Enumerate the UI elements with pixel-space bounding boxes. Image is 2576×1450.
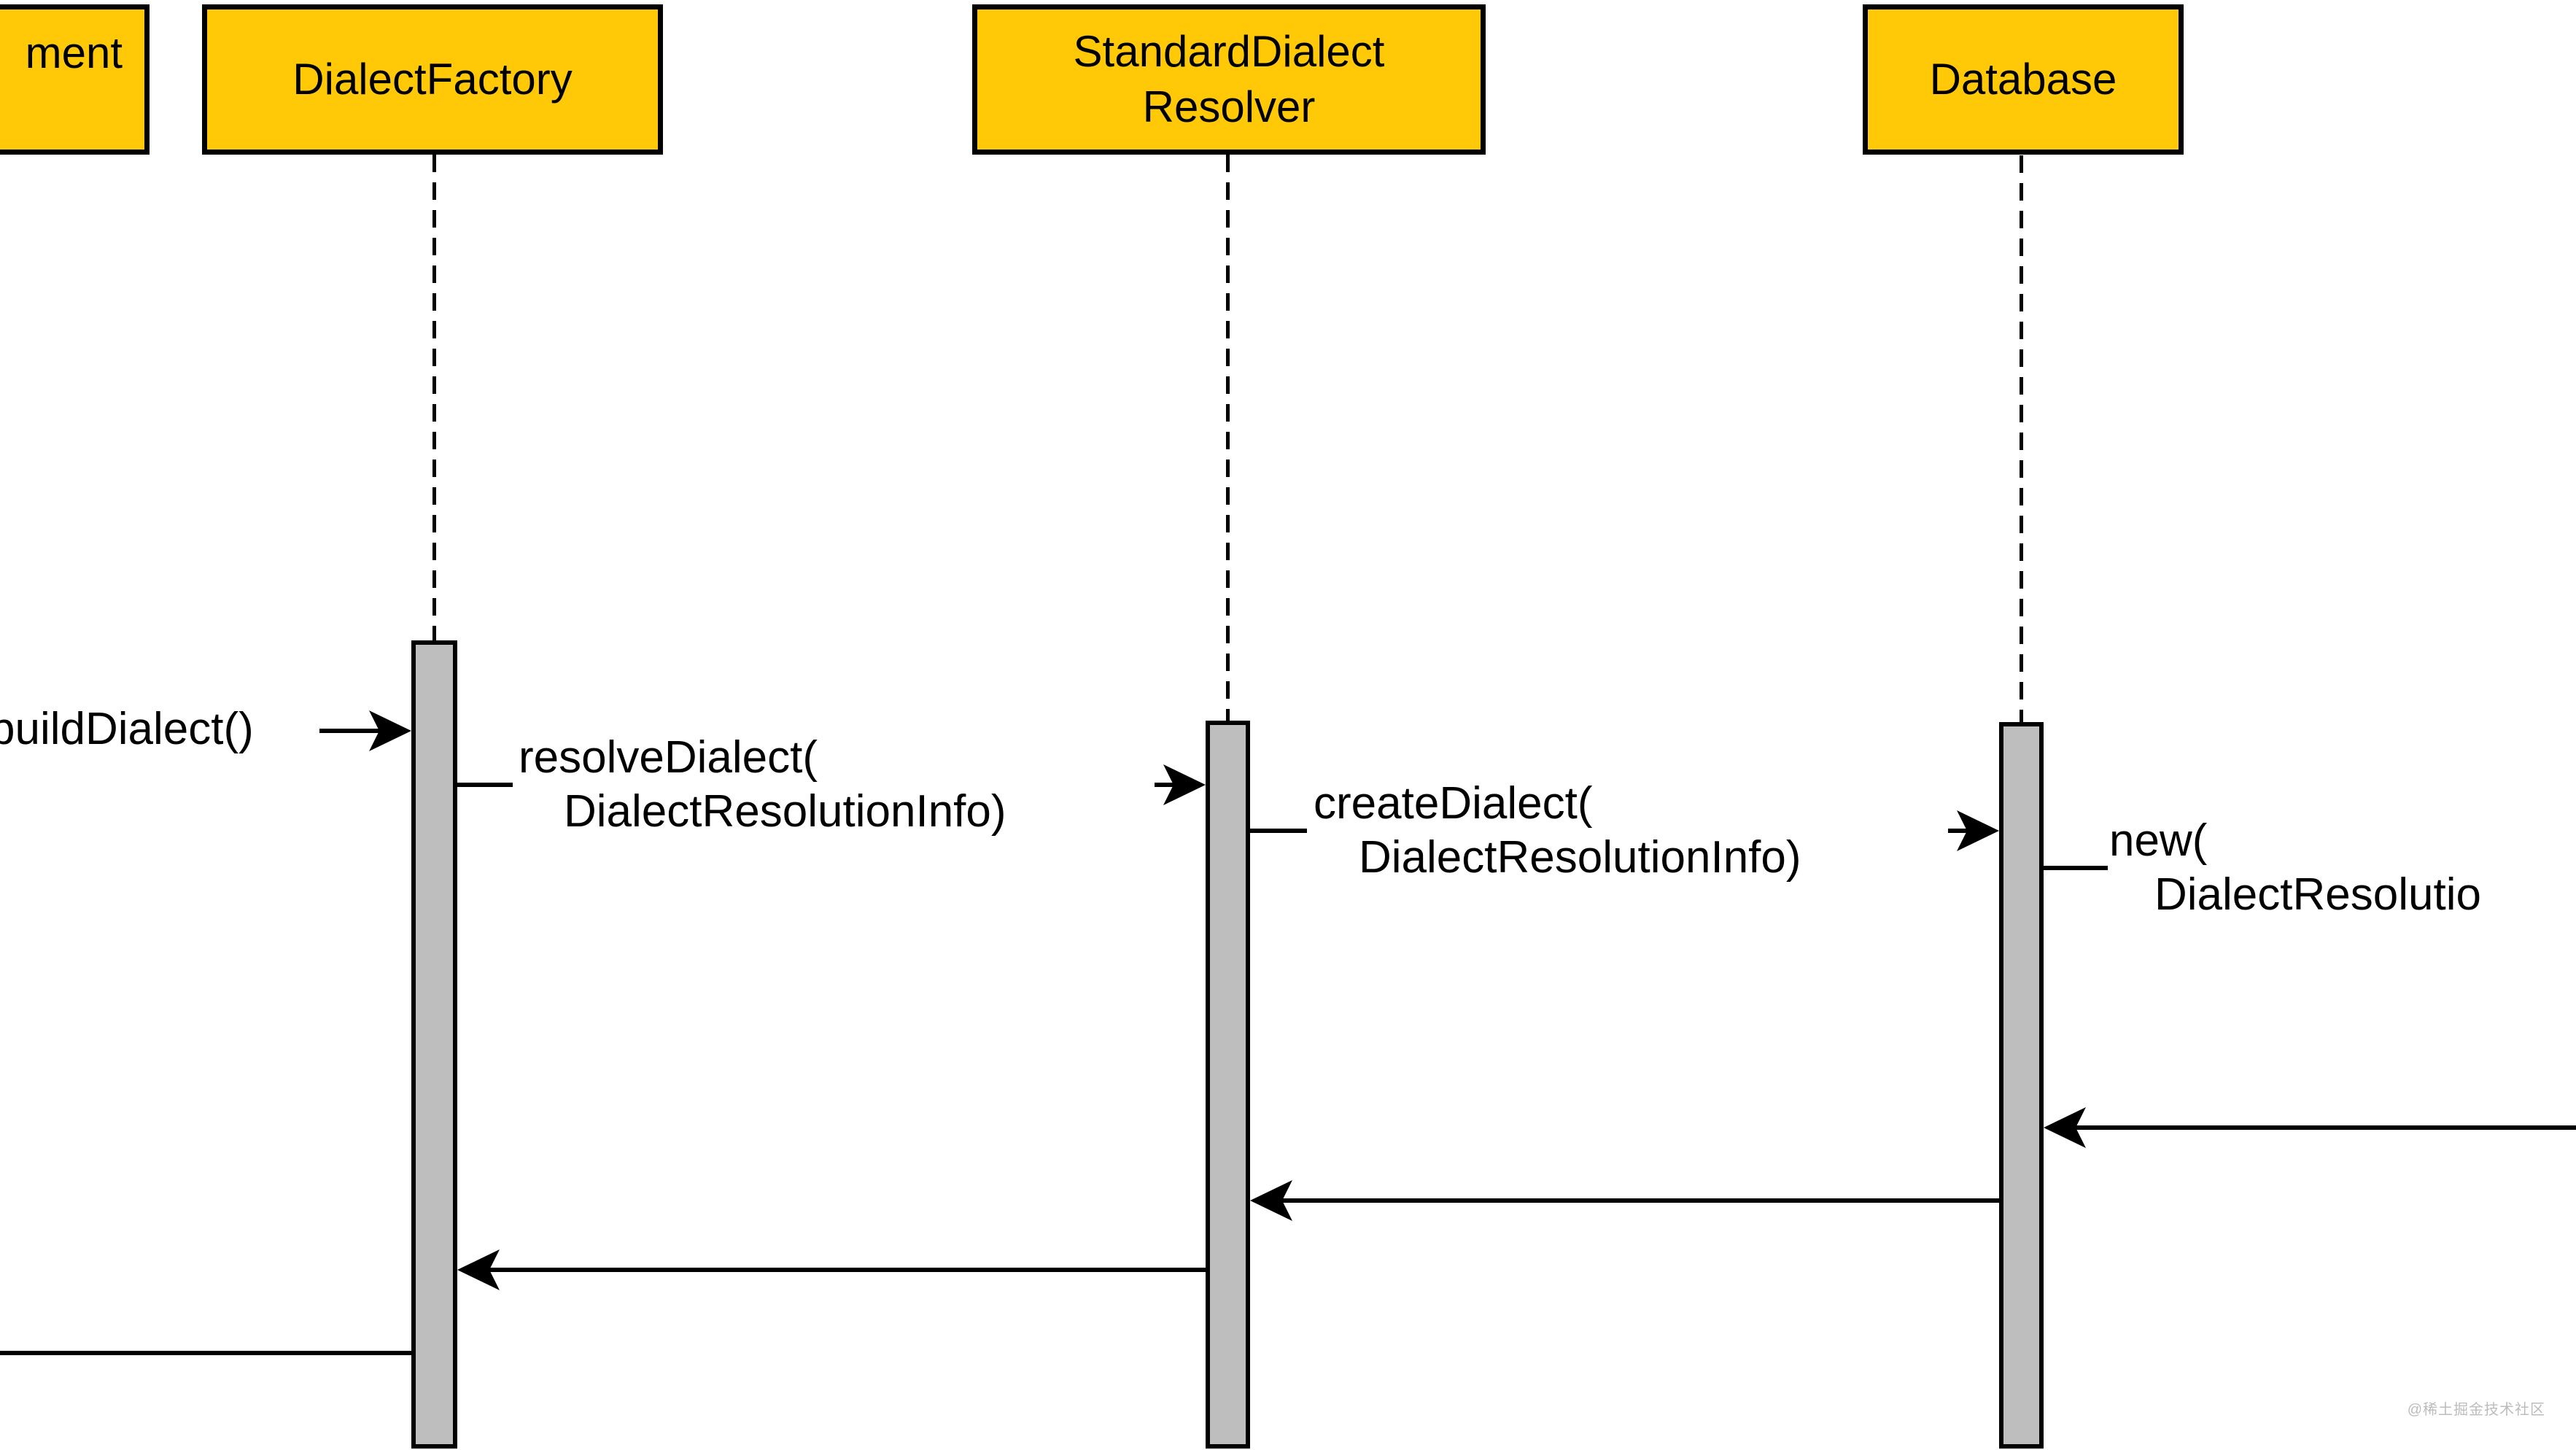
message-line-create-dialect-start [1250, 829, 1307, 833]
arrowhead-left-icon [457, 1249, 500, 1290]
participant-box-database: Database [1863, 4, 2184, 155]
participant-box-standard-dialect-resolver: StandardDialect Resolver [972, 4, 1486, 155]
arrowhead-right-icon [1163, 764, 1206, 805]
message-line-resolve-dialect-end [1155, 783, 1176, 787]
lifeline-database [2020, 155, 2023, 722]
participant-label: DialectFactory [292, 55, 573, 104]
participant-label: ment [25, 28, 123, 77]
watermark: @稀土掘金技术社区 [2407, 1402, 2545, 1418]
arrowhead-right-icon [369, 710, 411, 751]
arrowhead-left-icon [2044, 1107, 2086, 1148]
activation-bar-database [1999, 722, 2044, 1449]
message-line-new-start [2044, 866, 2108, 870]
message-line-create-dialect-end [1948, 829, 1970, 833]
message-label-new: new( DialectResolutio [2109, 814, 2481, 922]
message-label-resolve-dialect: resolveDialect( DialectResolutionInfo) [519, 731, 1006, 839]
message-label-create-dialect: createDialect( DialectResolutionInfo) [1314, 777, 1801, 885]
return-line-factory-to-caller [0, 1351, 411, 1355]
message-line-build-dialect [319, 729, 379, 733]
return-line-database-to-resolver [1279, 1198, 1999, 1203]
participant-label: Resolver [1142, 82, 1316, 131]
arrowhead-left-icon [1250, 1180, 1292, 1221]
message-label-build-dialect: buildDialect() [0, 702, 254, 756]
message-line-resolve-dialect-start [457, 783, 513, 787]
return-line-resolver-to-factory [486, 1268, 1206, 1272]
participant-box-environment-partial: ment [0, 4, 150, 155]
lifeline-dialect-factory [432, 155, 436, 640]
participant-box-dialect-factory: DialectFactory [202, 4, 663, 155]
arrowhead-right-icon [1957, 810, 1999, 851]
lifeline-standard-dialect-resolver [1226, 155, 1230, 721]
participant-label: StandardDialect [1073, 27, 1385, 76]
activation-bar-standard-dialect-resolver [1206, 721, 1250, 1449]
participant-label: Database [1929, 55, 2117, 104]
activation-bar-dialect-factory [411, 640, 457, 1449]
return-line-to-database [2073, 1125, 2576, 1130]
